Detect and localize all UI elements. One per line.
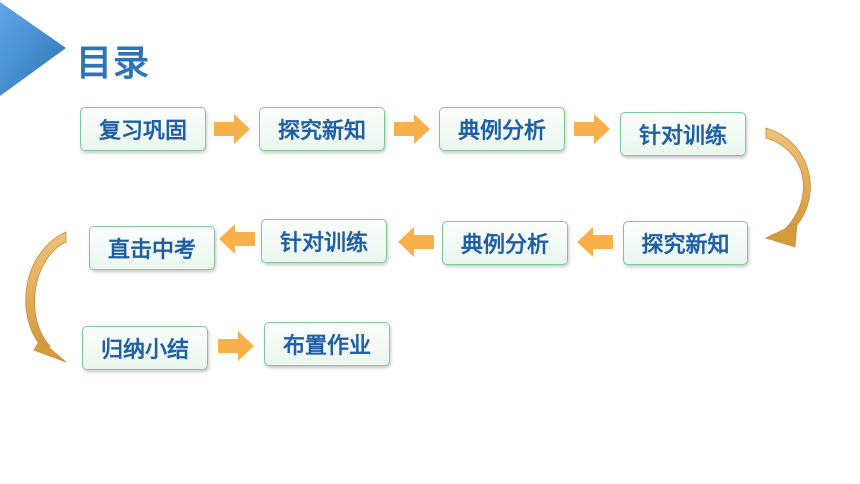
step-exam-prep[interactable]: 直击中考 [89,226,215,270]
step-examples[interactable]: 典例分析 [439,107,565,151]
step-practice[interactable]: 针对训练 [620,112,746,156]
step-explore-2[interactable]: 探究新知 [623,221,748,265]
right-arrow-icon [394,114,430,144]
step-homework[interactable]: 布置作业 [264,322,390,366]
left-arrow-icon [219,224,255,254]
right-arrow-icon [214,114,250,144]
page-title: 目录 [76,43,151,84]
step-examples-2[interactable]: 典例分析 [442,221,568,265]
right-arrow-icon [574,114,610,144]
step-review[interactable]: 复习巩固 [80,107,206,151]
left-arrow-icon [577,227,613,257]
corner-triangle-icon [0,2,66,96]
curve-arrow-left-icon [25,231,67,363]
step-practice-2[interactable]: 针对训练 [261,219,387,263]
step-summary[interactable]: 归纳小结 [82,326,208,370]
step-explore[interactable]: 探究新知 [259,107,385,151]
left-arrow-icon [398,227,434,257]
right-arrow-icon [218,331,254,361]
curve-arrow-right-icon [764,127,811,248]
